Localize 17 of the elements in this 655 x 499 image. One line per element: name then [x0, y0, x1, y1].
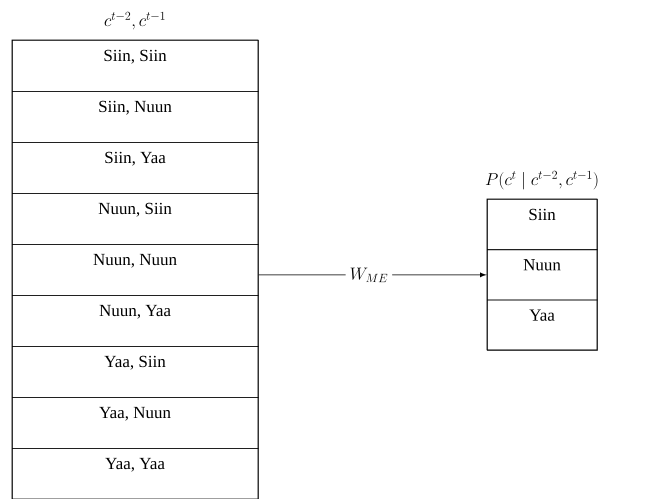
table-column — [486, 198, 598, 350]
column-heading: $c^{t-2}, c^{t-1}$ — [104, 12, 165, 30]
table-cell: Nuun — [487, 249, 598, 300]
table-cell: Yaa — [487, 300, 598, 351]
table-cell: Nuun, Nuun — [12, 244, 259, 296]
table-cell: Nuun, Siin — [12, 193, 259, 245]
table-cell: Nuun, Yaa — [12, 295, 259, 347]
table-cell: Yaa, Yaa — [12, 448, 259, 499]
table-cell: Yaa, Nuun — [12, 397, 259, 449]
table-cell: Siin, Nuun — [12, 91, 259, 143]
table-cell: Siin — [487, 199, 598, 250]
table-cell: Siin, Siin — [12, 40, 259, 92]
column-heading: $P(c^t \mid c^{t-2}, c^{t-1})$ — [486, 170, 598, 190]
edge-label: $W_{ME}$ — [346, 264, 392, 286]
table-cell: Yaa, Siin — [12, 346, 259, 398]
table-column — [12, 40, 258, 499]
table-cell: Siin, Yaa — [12, 142, 259, 194]
